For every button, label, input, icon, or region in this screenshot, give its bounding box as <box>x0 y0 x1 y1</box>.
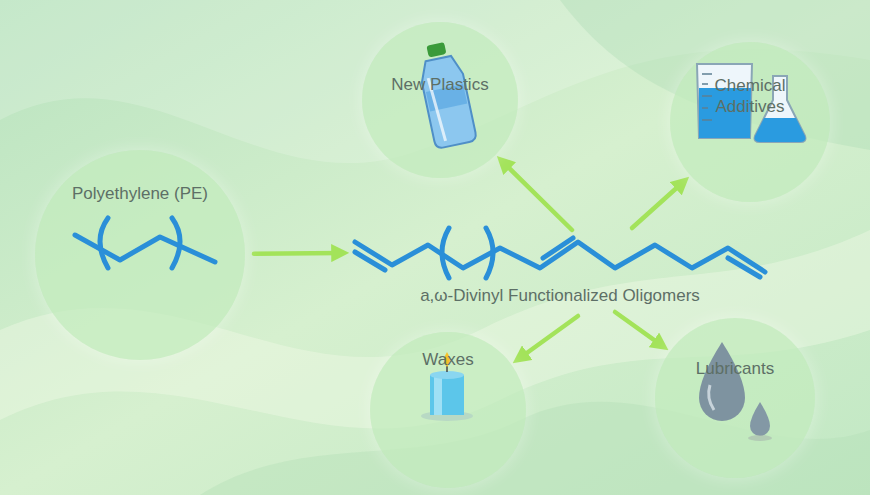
node-label: Polyethylene (PE) <box>50 183 230 204</box>
node-label: New Plastics <box>375 74 505 95</box>
flow-arrow <box>615 312 663 346</box>
flow-arrow <box>632 181 684 228</box>
flow-arrow <box>519 316 579 359</box>
oligomer-structure <box>355 228 765 278</box>
node-label: Chemical Additives <box>695 75 805 117</box>
application-circle: Chemical Additives <box>670 42 830 202</box>
droplet-icon <box>699 342 772 441</box>
application-circle: Waxes <box>370 332 526 488</box>
node-label: Lubricants <box>675 358 795 379</box>
product-node: a,ω-Divinyl Functionalized Oligomers <box>350 228 770 310</box>
flow-arrow <box>502 161 572 230</box>
bottle-icon <box>415 40 477 149</box>
beaker-icon <box>697 64 752 138</box>
flow-arrow <box>254 251 342 256</box>
application-circle: New Plastics <box>362 22 518 178</box>
application-circle: Polyethylene (PE) <box>35 150 245 360</box>
application-circle: Lubricants <box>655 318 815 478</box>
candle-icon <box>421 352 473 421</box>
node-label: Waxes <box>388 349 508 370</box>
polyethylene-structure <box>75 218 215 268</box>
flask-icon <box>755 76 806 142</box>
node-label: a,ω-Divinyl Functionalized Oligomers <box>360 285 760 306</box>
